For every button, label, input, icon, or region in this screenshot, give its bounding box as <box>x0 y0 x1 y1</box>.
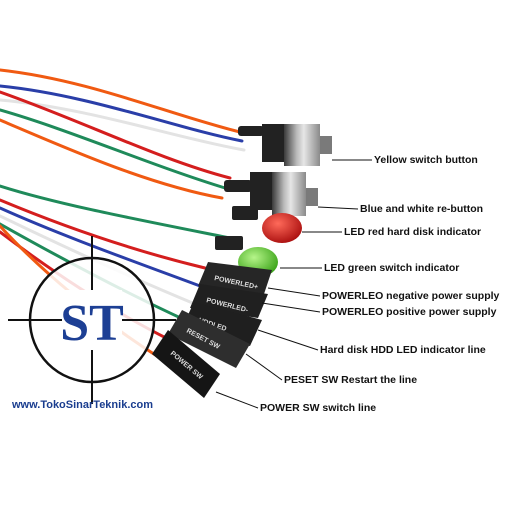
connector-reset-sw: RESET SW <box>168 310 250 368</box>
callout-yellow-switch: Yellow switch button <box>374 154 478 166</box>
callout-lines <box>215 159 372 409</box>
callout-reset-sw: PESET SW Restart the line <box>284 374 418 386</box>
wire-orange-top <box>0 68 242 134</box>
callout-green-led: LED green switch indicator <box>324 262 460 274</box>
wire-red-lower <box>0 198 207 270</box>
connector-powerled-pos: POWERLED+ <box>198 262 272 294</box>
callout-power-sw: POWER SW switch line <box>260 402 377 414</box>
wire-green-led <box>0 184 242 242</box>
wire-orange-mid <box>0 118 224 200</box>
wire-red-mid <box>0 90 232 180</box>
yellow-switch-button <box>238 124 332 166</box>
wire-blue-lower <box>0 206 202 288</box>
callout-powerled-negative: POWERLEO negative power supply <box>322 290 500 302</box>
red-led <box>232 206 302 243</box>
wire-green-mid <box>0 108 227 190</box>
callout-red-led: LED red hard disk indicator <box>344 226 482 238</box>
callout-blue-white-button: Blue and white re-button <box>360 203 484 215</box>
logo-text: ST <box>60 295 124 352</box>
website-url: www.TokoSinarTeknik.com <box>12 399 153 411</box>
wire-white-top <box>0 98 246 152</box>
callout-powerled-positive: POWERLEO positive power supply <box>322 306 497 318</box>
st-logo: ST <box>8 236 176 404</box>
callout-hdd-led: Hard disk HDD LED indicator line <box>320 344 486 356</box>
wire-blue-top <box>0 84 244 143</box>
blue-white-re-button <box>224 172 318 216</box>
